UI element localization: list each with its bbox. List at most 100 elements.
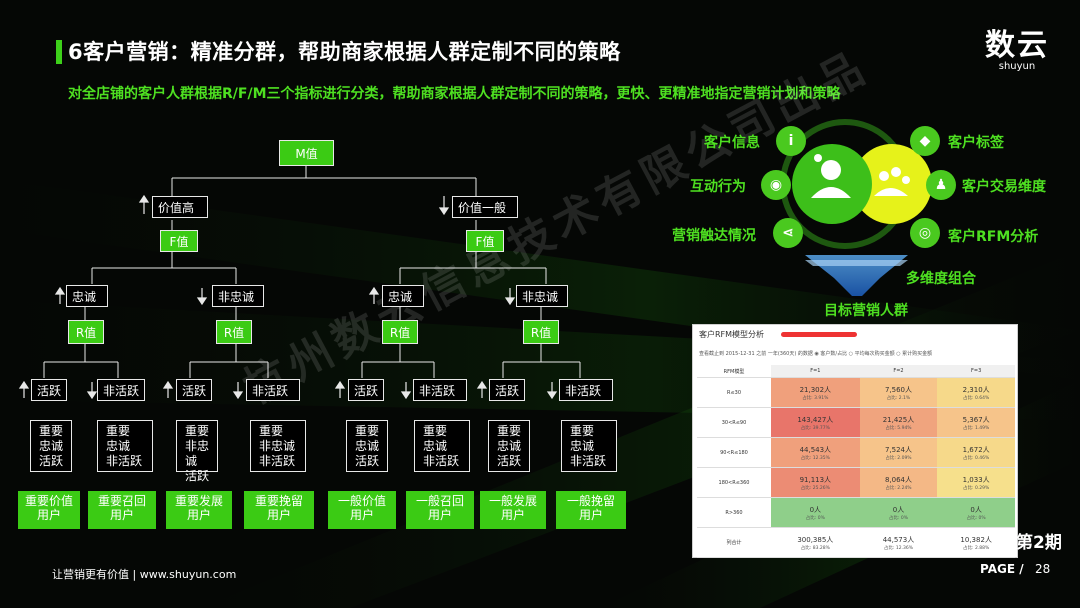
rfm-cell-count: 21,425人 bbox=[882, 415, 915, 424]
segment-line: 重要发展 bbox=[174, 494, 223, 508]
label-trade-dim: 客户交易维度 bbox=[962, 179, 1046, 195]
branch-label: 忠诚 bbox=[388, 289, 413, 304]
leaf-line: 忠诚 bbox=[39, 439, 64, 453]
title-accent-bar bbox=[56, 40, 62, 64]
tag-label: 非活跃 bbox=[103, 383, 140, 398]
segment-line: 用户 bbox=[427, 508, 452, 522]
tag-inactive-4: 非活跃 bbox=[559, 379, 613, 401]
rfm-cell: 10,382人占比: 2.88% bbox=[937, 527, 1015, 558]
branch-value-normal: 价值一般 bbox=[452, 196, 518, 218]
r-node-4: R值 bbox=[523, 320, 559, 344]
tag-inactive-2: 非活跃 bbox=[246, 379, 300, 401]
rfm-cell-count: 2,310人 bbox=[962, 385, 990, 394]
rfm-row-label: 90<R≤180 bbox=[697, 437, 771, 468]
leaf-line: 重要 bbox=[106, 424, 131, 438]
rfm-cell-count: 1,033人 bbox=[962, 475, 990, 484]
page-subtitle: 对全店铺的客户人群根据R/F/M三个指标进行分类，帮助商家根据人群定制不同的策略… bbox=[68, 86, 841, 102]
tag-label: 活跃 bbox=[354, 383, 379, 398]
leaf-line: 忠诚 bbox=[355, 439, 380, 453]
segment-line: 用户 bbox=[500, 508, 525, 522]
r-node-2: R值 bbox=[216, 320, 252, 344]
rfm-cell-ratio: 占比: 12.35% bbox=[800, 455, 830, 461]
rfm-row-label: R>360 bbox=[697, 497, 771, 528]
segment-important-develop: 重要发展用户 bbox=[166, 491, 232, 529]
segment-normal-develop: 一般发展用户 bbox=[480, 491, 546, 529]
branch-loyal-1: 忠诚 bbox=[66, 285, 108, 307]
segment-important-retain: 重要挽留用户 bbox=[244, 491, 314, 529]
rfm-header-row: RFM模型 F=1 F=2 F=3 bbox=[697, 365, 1015, 378]
leaf-3: 重要非忠诚活跃 bbox=[176, 420, 218, 483]
rfm-cell-ratio: 占比: 0% bbox=[888, 515, 909, 521]
r-node-1: R值 bbox=[68, 320, 104, 344]
rfm-cell-count: 8,064人 bbox=[884, 475, 912, 484]
label-target: 目标营销人群 bbox=[824, 303, 908, 319]
rfm-cell-ratio: 占比: 2.88% bbox=[963, 545, 990, 551]
rfm-row-label: 30<R≤90 bbox=[697, 407, 771, 438]
page-label: PAGE / bbox=[980, 562, 1024, 576]
rfm-cell-count: 7,524人 bbox=[884, 445, 912, 454]
rfm-cell-count: 44,573人 bbox=[882, 535, 915, 544]
leaf-line: 非忠诚 bbox=[185, 439, 210, 468]
label-interaction: 互动行为 bbox=[690, 179, 746, 195]
segment-normal-value: 一般价值用户 bbox=[328, 491, 396, 529]
page-title: 6客户营销：精准分群，帮助商家根据人群定制不同的策略 bbox=[68, 40, 621, 64]
segment-line: 用户 bbox=[186, 508, 211, 522]
rfm-header-cell: F=2 bbox=[859, 365, 938, 378]
rfm-cell-count: 0人 bbox=[970, 505, 982, 514]
rfm-cell: 143,427人占比: 39.77% bbox=[771, 407, 860, 438]
tag-active-1: 活跃 bbox=[31, 379, 67, 401]
rfm-cell-count: 7,560人 bbox=[884, 385, 912, 394]
rfm-cell: 8,064人占比: 2.24% bbox=[859, 467, 938, 498]
rfm-cell: 2,310人占比: 0.64% bbox=[937, 377, 1015, 408]
leaf-line: 非活跃 bbox=[570, 454, 607, 468]
rfm-cell-ratio: 占比: 0% bbox=[966, 515, 986, 521]
leaf-line: 重要 bbox=[497, 424, 522, 438]
segment-line: 用户 bbox=[109, 508, 134, 522]
rfm-cell-count: 5,367人 bbox=[962, 415, 990, 424]
rfm-header-cell: F=1 bbox=[771, 365, 860, 378]
rfm-cell: 44,573人占比: 12.36% bbox=[859, 527, 938, 558]
rfm-cell: 0人占比: 0% bbox=[771, 497, 860, 528]
segment-line: 重要挽留 bbox=[254, 494, 303, 508]
leaf-line: 非活跃 bbox=[106, 454, 143, 468]
rfm-cell-ratio: 占比: 39.77% bbox=[800, 425, 830, 431]
leaf-line: 重要 bbox=[259, 424, 284, 438]
branch-notloyal-1: 非忠诚 bbox=[212, 285, 264, 307]
rfm-cell-count: 1,672人 bbox=[962, 445, 990, 454]
rfm-cell-count: 21,302人 bbox=[799, 385, 832, 394]
rfm-filters: 查看截止到 2015-12-31 之前 一年(360天) 的数据 ◉ 客户数/占… bbox=[699, 351, 933, 357]
r-node-3: R值 bbox=[382, 320, 418, 344]
rfm-cell: 7,560人占比: 2.1% bbox=[859, 377, 938, 408]
rfm-cell-ratio: 占比: 1.49% bbox=[963, 425, 990, 431]
rfm-cell: 0人占比: 0% bbox=[937, 497, 1015, 528]
rfm-cell-count: 300,385人 bbox=[797, 535, 834, 544]
branch-label: 非忠诚 bbox=[522, 289, 559, 304]
rfm-cell-count: 10,382人 bbox=[960, 535, 992, 544]
segment-line: 重要召回 bbox=[97, 494, 146, 508]
share-icon: ⋖ bbox=[773, 218, 803, 248]
segment-line: 一般挽留 bbox=[566, 494, 615, 508]
tag-label: 非活跃 bbox=[565, 383, 602, 398]
segment-line: 一般发展 bbox=[488, 494, 537, 508]
rfm-cell-count: 44,543人 bbox=[799, 445, 832, 454]
leaf-line: 忠诚 bbox=[570, 439, 595, 453]
rfm-cell-ratio: 占比: 2.24% bbox=[885, 485, 912, 491]
rfm-cell: 1,672人占比: 0.46% bbox=[937, 437, 1015, 468]
leaf-line: 活跃 bbox=[497, 454, 522, 468]
leaf-line: 重要 bbox=[570, 424, 595, 438]
leaf-6: 重要忠诚非活跃 bbox=[414, 420, 470, 472]
rfm-cell-ratio: 占比: 0.64% bbox=[963, 395, 990, 401]
tag-icon: ◆ bbox=[910, 126, 940, 156]
tag-inactive-3: 非活跃 bbox=[413, 379, 467, 401]
segment-line: 一般召回 bbox=[415, 494, 464, 508]
rfm-cell-count: 0人 bbox=[809, 505, 822, 514]
rfm-cell-ratio: 占比: 0% bbox=[805, 515, 825, 521]
redacted-bar bbox=[781, 332, 857, 337]
leaf-line: 非活跃 bbox=[259, 454, 296, 468]
